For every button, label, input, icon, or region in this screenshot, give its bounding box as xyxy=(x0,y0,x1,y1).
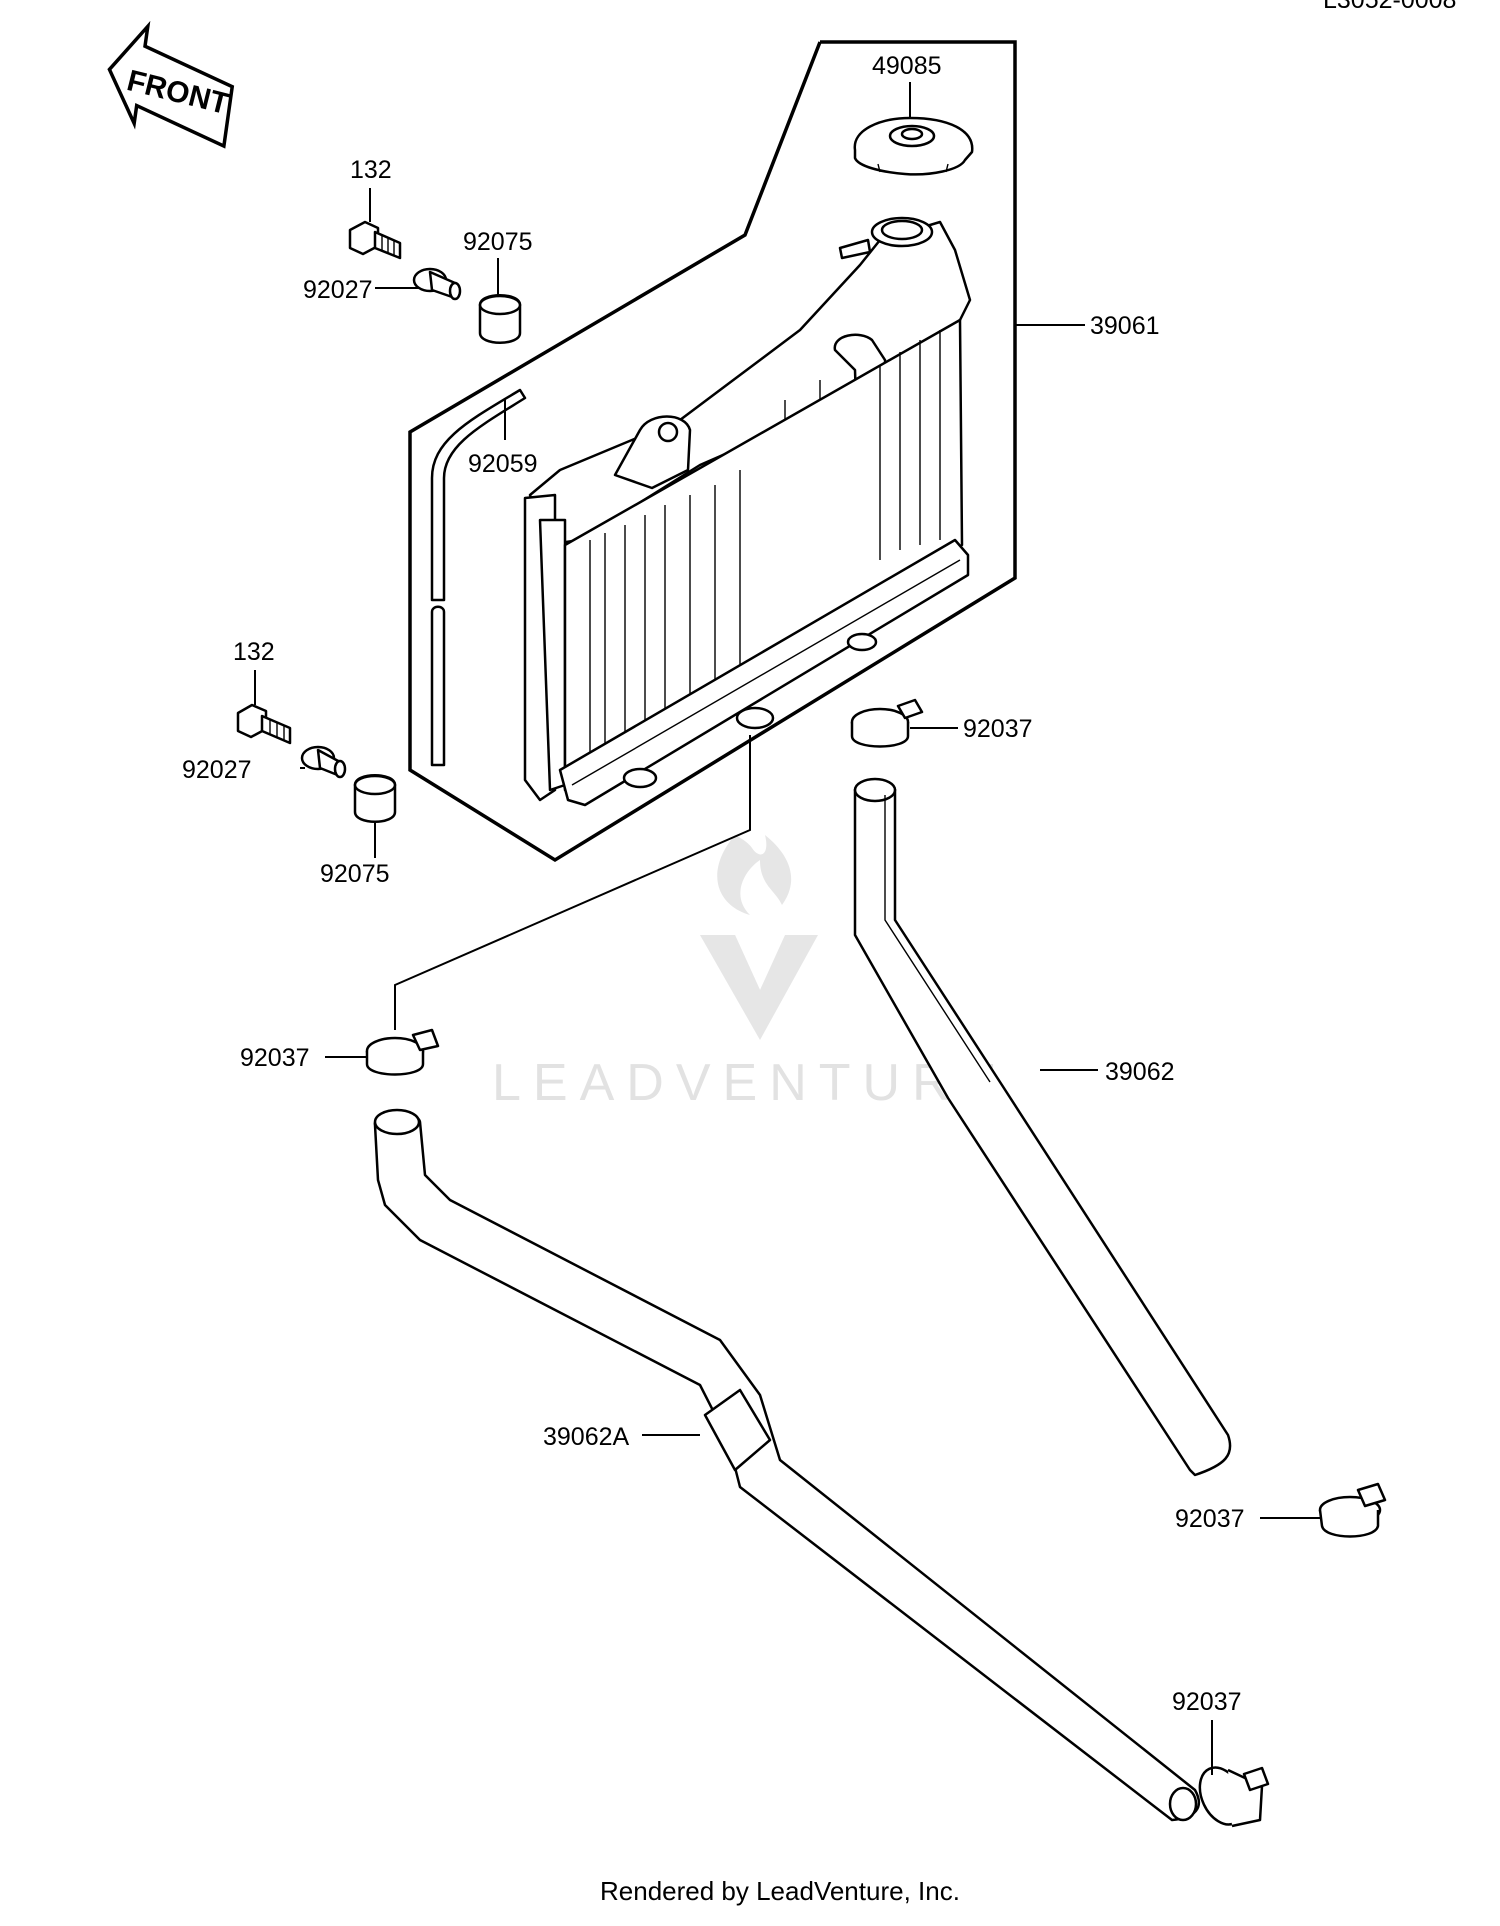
label-39062: 39062 xyxy=(1105,1058,1175,1086)
radiator-icon xyxy=(523,216,972,807)
clamp-left-end-icon xyxy=(1198,1766,1270,1828)
label-92075-upper: 92075 xyxy=(463,228,533,256)
label-92059: 92059 xyxy=(468,450,538,478)
label-92037-left-hose: 92037 xyxy=(240,1044,310,1072)
label-39062A: 39062A xyxy=(543,1423,630,1451)
clamp-radiator-icon xyxy=(850,698,924,748)
left-hose-icon xyxy=(373,1108,1201,1822)
right-hose-icon xyxy=(853,777,1232,1477)
leadventure-watermark: LEADVENTURE xyxy=(492,835,1008,1112)
footer-credit: Rendered by LeadVenture, Inc. xyxy=(600,1876,960,1906)
watermark-text: LEADVENTURE xyxy=(492,1054,1008,1112)
leader-lines xyxy=(254,82,1320,1775)
front-arrow-icon: FRONT xyxy=(107,20,235,149)
diagram-code: L3052-0008 xyxy=(1323,0,1456,14)
clamp-right-end-icon xyxy=(1318,1482,1387,1538)
label-92037-left-end: 92037 xyxy=(1172,1688,1242,1716)
overflow-tube-icon xyxy=(430,388,527,767)
label-39061: 39061 xyxy=(1090,312,1160,340)
lower-collar-icon xyxy=(300,745,347,779)
label-132-lower: 132 xyxy=(233,638,275,666)
label-132-upper: 132 xyxy=(350,156,392,184)
group-outline xyxy=(408,40,1017,863)
radiator-cap-icon xyxy=(853,116,974,176)
lower-grommet-icon xyxy=(353,774,397,823)
label-92075-lower: 92075 xyxy=(320,860,390,888)
callout-labels: 49085 39061 132 92027 92075 92059 132 92… xyxy=(182,52,1245,1716)
clamp-left-hose-top-icon xyxy=(365,1028,440,1076)
label-92037-radiator: 92037 xyxy=(963,715,1033,743)
lower-bolt-icon xyxy=(236,703,292,745)
label-49085: 49085 xyxy=(872,52,942,80)
upper-collar-icon xyxy=(412,267,462,301)
upper-bolt-icon xyxy=(348,220,402,260)
front-arrow-label: FRONT xyxy=(124,64,232,121)
label-92027-lower: 92027 xyxy=(182,756,252,784)
label-92037-right-end: 92037 xyxy=(1175,1505,1245,1533)
label-92027-upper: 92027 xyxy=(303,276,373,304)
upper-grommet-icon xyxy=(478,294,522,344)
